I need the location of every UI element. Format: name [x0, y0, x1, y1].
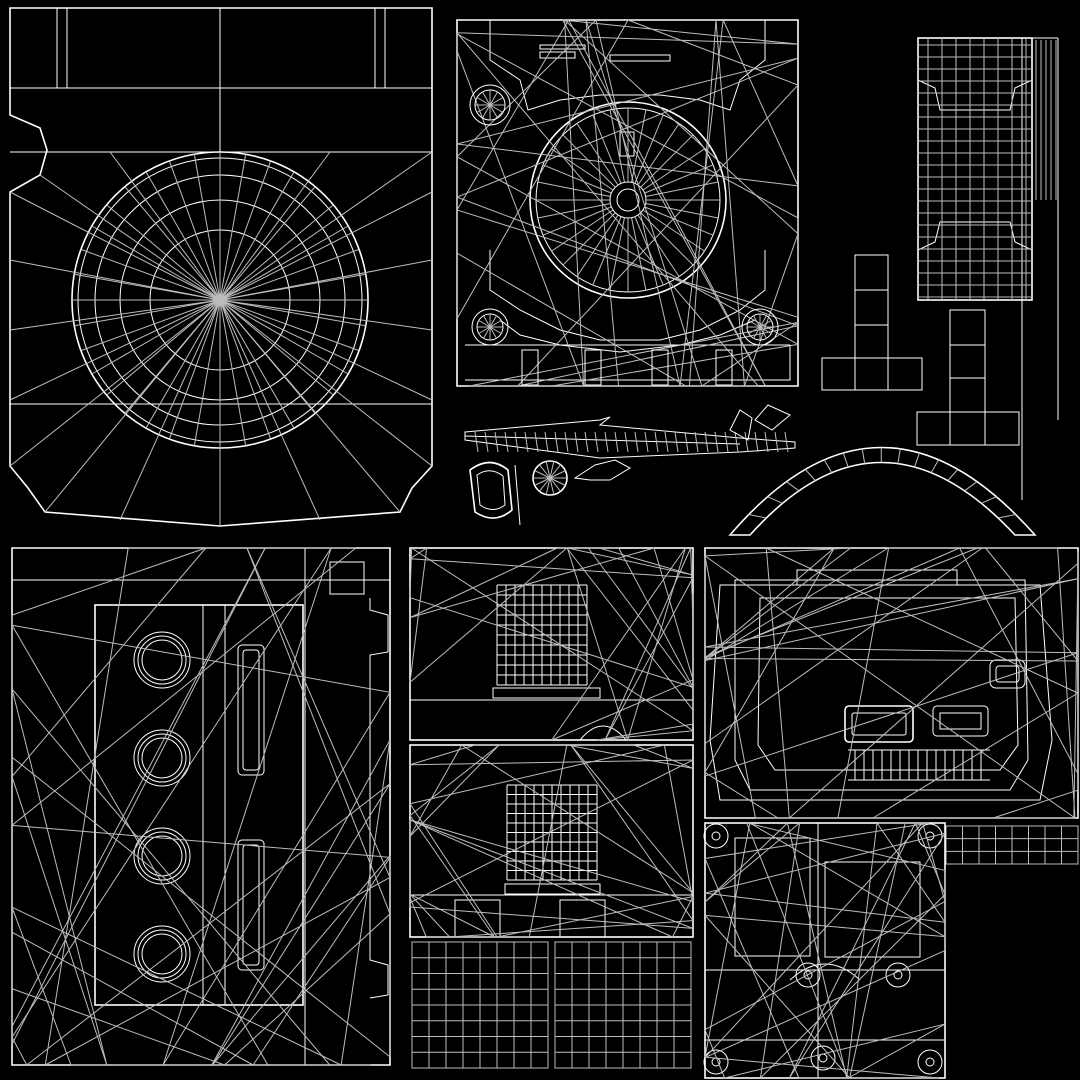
uv-island-vent-grid-panel-a [409, 547, 694, 741]
uv-island-small-parts-cluster [464, 404, 796, 526]
uv-island-top-panel-lid [9, 7, 433, 527]
uv-island-bottom-panel [703, 822, 946, 1079]
uv-island-rear-port-panel [704, 547, 1079, 819]
uv-island-controller-port-panel [11, 547, 391, 1066]
uv-island-arch-piece [728, 446, 1037, 536]
uv-island-vent-grid-panel-b [409, 744, 694, 938]
uv-island-small-grid-tiles [411, 825, 1079, 1069]
uv-island-top-housing-disc [456, 19, 799, 387]
uv-island-side-panel-strip [821, 37, 1059, 500]
